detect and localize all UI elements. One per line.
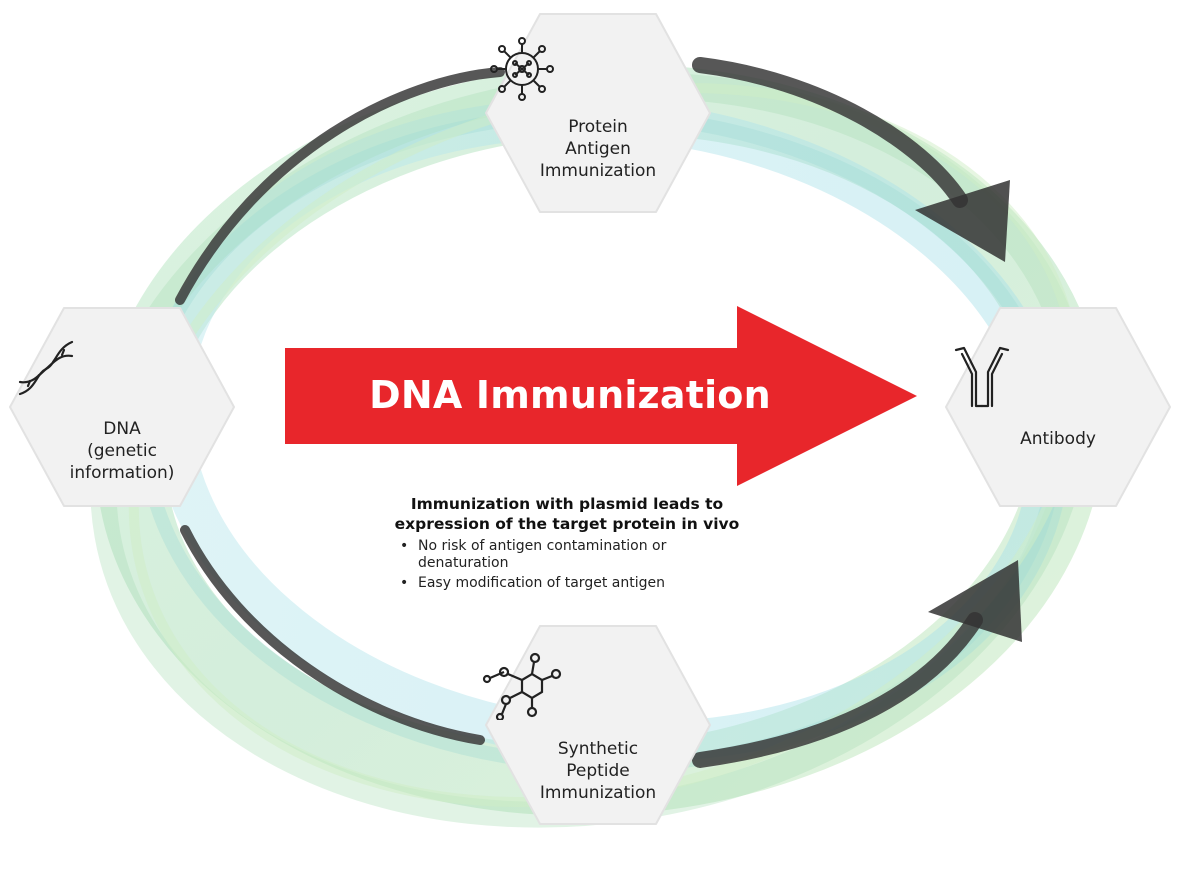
label-line: Peptide: [566, 761, 630, 781]
upper-left-arc: [175, 67, 505, 305]
bullet-text: Easy modification of target antigen: [418, 575, 665, 591]
upper-right-arc: [692, 57, 968, 208]
node-synthetic-peptide: Synthetic Peptide Immunization: [482, 620, 714, 830]
label-line: Synthetic: [557, 739, 639, 759]
label-line: Immunization: [539, 161, 657, 181]
node-dna: DNA (genetic information): [6, 302, 238, 512]
label-line: Immunization: [539, 783, 657, 803]
hexagon-shape: [485, 13, 711, 213]
lower-left-arc: [180, 525, 485, 745]
node-antibody: Antibody: [942, 302, 1174, 512]
dna-helix-icon: [18, 340, 74, 396]
bullet-marker: •: [400, 575, 409, 591]
node-synthetic-peptide-label: Synthetic Peptide Immunization: [502, 738, 694, 804]
antibody-icon: [954, 346, 1010, 408]
label-line: Protein: [568, 117, 628, 137]
description-heading: Immunization with plasmid leads to expre…: [392, 494, 742, 534]
bullet-item: • Easy modification of target antigen: [392, 575, 742, 592]
label-line: Antibody: [1020, 429, 1096, 449]
heading-line: Immunization with plasmid leads to: [410, 495, 724, 513]
description-bullets: • No risk of antigen contamination or de…: [392, 538, 742, 592]
label-line: information): [69, 463, 175, 483]
heading-line: expression of the target protein in vivo: [394, 515, 740, 533]
hexagon-shape: [485, 625, 711, 825]
node-antibody-label: Antibody: [962, 428, 1154, 450]
label-line: DNA: [103, 419, 141, 439]
hexagon-shape: [9, 307, 235, 507]
label-line: Antigen: [565, 139, 631, 159]
bullet-text: No risk of antigen contamination or dena…: [418, 538, 667, 571]
hexagon-shape: [945, 307, 1171, 507]
upper-right-arrowhead: [915, 180, 1010, 262]
virus-icon: [490, 37, 554, 101]
bullet-marker: •: [400, 538, 409, 554]
lower-right-arc: [692, 612, 983, 768]
dna-immunization-label: DNA Immunization: [369, 373, 771, 417]
molecule-icon: [482, 652, 562, 720]
label-line: (genetic: [87, 441, 157, 461]
node-dna-label: DNA (genetic information): [26, 418, 218, 484]
dna-immunization-arrow: [285, 306, 917, 486]
lower-right-arrowhead: [928, 560, 1022, 642]
dark-cycle-arrows: [175, 57, 1022, 768]
node-protein-antigen: Protein Antigen Immunization: [482, 8, 714, 218]
dna-immunization-description: Immunization with plasmid leads to expre…: [392, 494, 742, 595]
node-protein-antigen-label: Protein Antigen Immunization: [502, 116, 694, 182]
bullet-item: • No risk of antigen contamination or de…: [392, 538, 742, 572]
